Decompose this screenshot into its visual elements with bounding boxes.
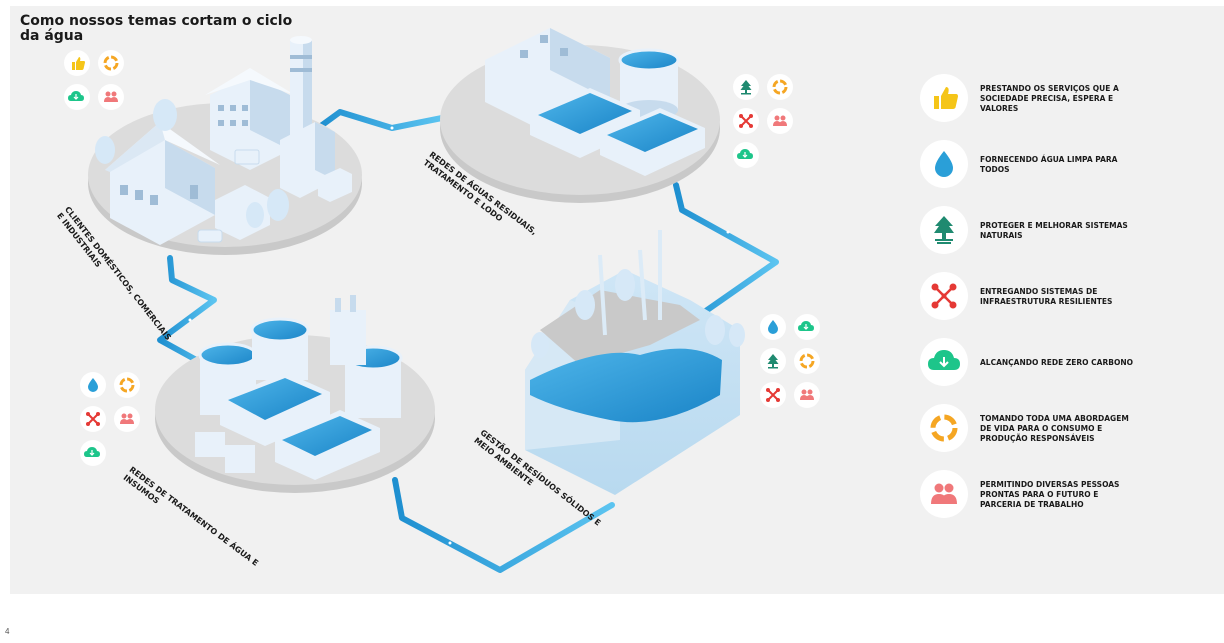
legend-text: Tomando toda uma abordagem de vida para … — [980, 414, 1129, 443]
wastewater-network-icon — [733, 108, 759, 134]
page-title: Como nossos temas cortam o ciclo da água — [20, 13, 293, 44]
water-drop-icon — [920, 140, 968, 188]
network-icon — [920, 272, 968, 320]
pipe-joints — [188, 126, 730, 545]
clients-platform — [88, 36, 362, 255]
legend-item-infrastructure: Entregando sistemas de infraestrutura re… — [920, 272, 1220, 322]
waste-cycle-icon — [794, 348, 820, 374]
pipe-wastewater-to-waste — [673, 182, 779, 325]
treatment-people-icon — [114, 406, 140, 432]
waste-network-icon — [760, 382, 786, 408]
clients-cloud-download-icon — [64, 84, 90, 110]
treatment-water-drop-icon — [80, 372, 106, 398]
page-number: 4 — [5, 627, 10, 636]
treatment-cloud-download-icon — [80, 440, 106, 466]
legend-item-clean-water: Fornecendo água limpa para todos — [920, 140, 1220, 190]
clients-cycle-icon — [98, 50, 124, 76]
wastewater-cloud-download-icon — [733, 142, 759, 168]
wastewater-platform — [440, 28, 720, 203]
wastewater-tree-icon — [733, 74, 759, 100]
thumbs-up-icon — [920, 74, 968, 122]
treatment-cycle-icon — [114, 372, 140, 398]
clients-thumbs-up-icon — [64, 50, 90, 76]
legend-item-diverse-people: Permitindo diversas pessoas prontas para… — [920, 470, 1220, 520]
legend-item-responsible-consumption: Tomando toda uma abordagem de vida para … — [920, 404, 1220, 454]
treatment-network-icon — [80, 406, 106, 432]
waste-tree-icon — [760, 348, 786, 374]
tree-icon — [920, 206, 968, 254]
clients-people-icon — [98, 84, 124, 110]
water-treatment-platform — [155, 295, 435, 493]
waste-cloud-download-icon — [794, 314, 820, 340]
people-icon — [920, 470, 968, 518]
legend-text: Proteger e melhorar sistemas naturais — [980, 221, 1128, 240]
waste-water-drop-icon — [760, 314, 786, 340]
legend-text: Fornecendo água limpa para todos — [980, 155, 1118, 174]
cycle-icon — [920, 404, 968, 452]
legend-text: Alcançando rede zero carbono — [980, 358, 1133, 367]
legend-item-services: Prestando os serviços que a sociedade pr… — [920, 74, 1220, 124]
legend-item-natural-systems: Proteger e melhorar sistemas naturais — [920, 206, 1220, 256]
legend-item-net-zero: Alcançando rede zero carbono — [920, 338, 1220, 388]
legend-text: Prestando os serviços que a sociedade pr… — [980, 84, 1119, 113]
water-cycle-illustration — [88, 28, 779, 573]
pipe-clients-to-water-treatment — [157, 255, 217, 365]
wastewater-cycle-icon — [767, 74, 793, 100]
waste-people-icon — [794, 382, 820, 408]
cloud-download-icon — [920, 338, 968, 386]
legend-text: Permitindo diversas pessoas prontas para… — [980, 480, 1120, 509]
legend-text: Entregando sistemas de infraestrutura re… — [980, 287, 1113, 306]
wastewater-people-icon — [767, 108, 793, 134]
pipe-clients-to-wastewater — [315, 109, 445, 131]
solid-waste-block — [525, 230, 745, 495]
